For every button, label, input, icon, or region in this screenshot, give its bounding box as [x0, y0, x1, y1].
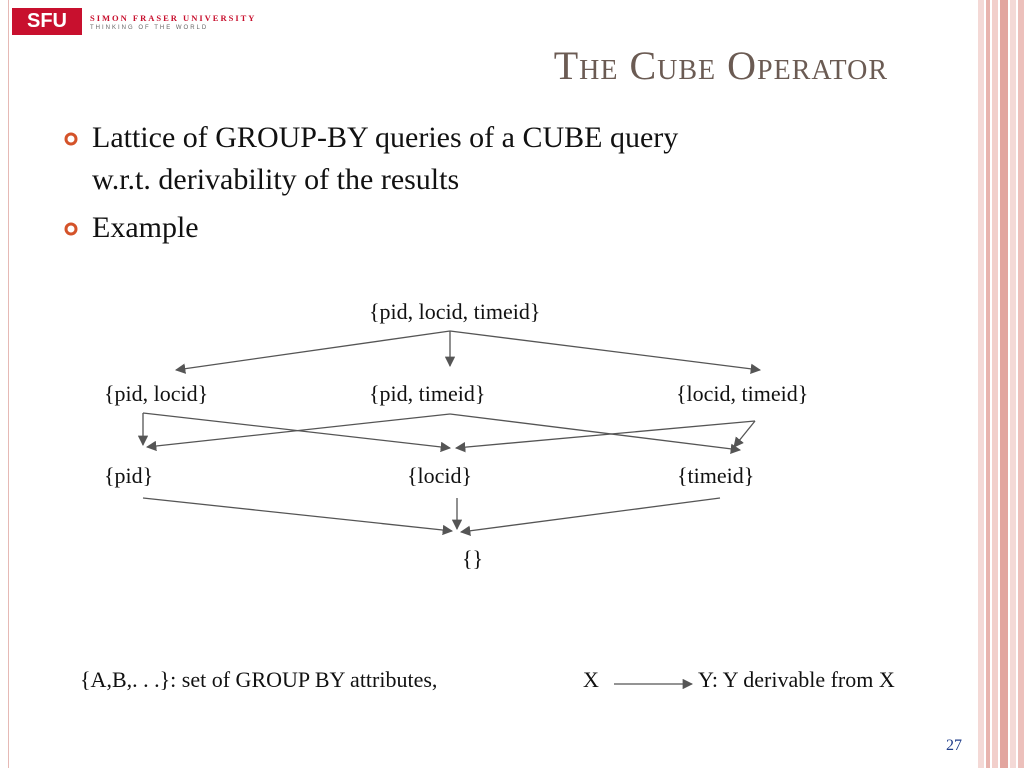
left-border-line [8, 0, 9, 768]
node-pid: {pid} [104, 463, 154, 488]
right-stripe [992, 0, 998, 768]
legend-x-label: X [583, 667, 599, 692]
legend-derivable-text: Y: Y derivable from X [698, 667, 895, 692]
node-timeid: {timeid} [677, 463, 755, 488]
right-stripe [1010, 0, 1016, 768]
logo-university-name: SIMON FRASER UNIVERSITY [90, 13, 257, 23]
right-stripe [1018, 0, 1024, 768]
page-number: 27 [946, 737, 962, 754]
node-locid: {locid} [407, 463, 473, 488]
right-stripe [986, 0, 990, 768]
node-pid-locid: {pid, locid} [104, 381, 209, 406]
bullet-text-1: Lattice of GROUP-BY queries of a CUBE qu… [92, 121, 679, 154]
bullet-text-1-cont: w.r.t. derivability of the results [92, 163, 460, 196]
node-pid-locid-timeid: {pid, locid, timeid} [369, 299, 541, 324]
node-empty-set: {} [462, 546, 484, 571]
sfu-logo: SFU [12, 8, 82, 35]
bullet-icon [64, 132, 78, 146]
logo-tagline: THINKING OF THE WORLD [90, 25, 209, 31]
node-pid-timeid: {pid, timeid} [369, 381, 486, 406]
bullet-icon [64, 222, 78, 236]
right-stripe [1000, 0, 1008, 768]
legend-attributes-text: {A,B,. . .}: set of GROUP BY attributes, [80, 667, 438, 692]
slide-title: The Cube Operator [553, 43, 888, 88]
node-locid-timeid: {locid, timeid} [676, 381, 809, 406]
right-stripe [978, 0, 984, 768]
bullet-text-2: Example [92, 211, 199, 244]
